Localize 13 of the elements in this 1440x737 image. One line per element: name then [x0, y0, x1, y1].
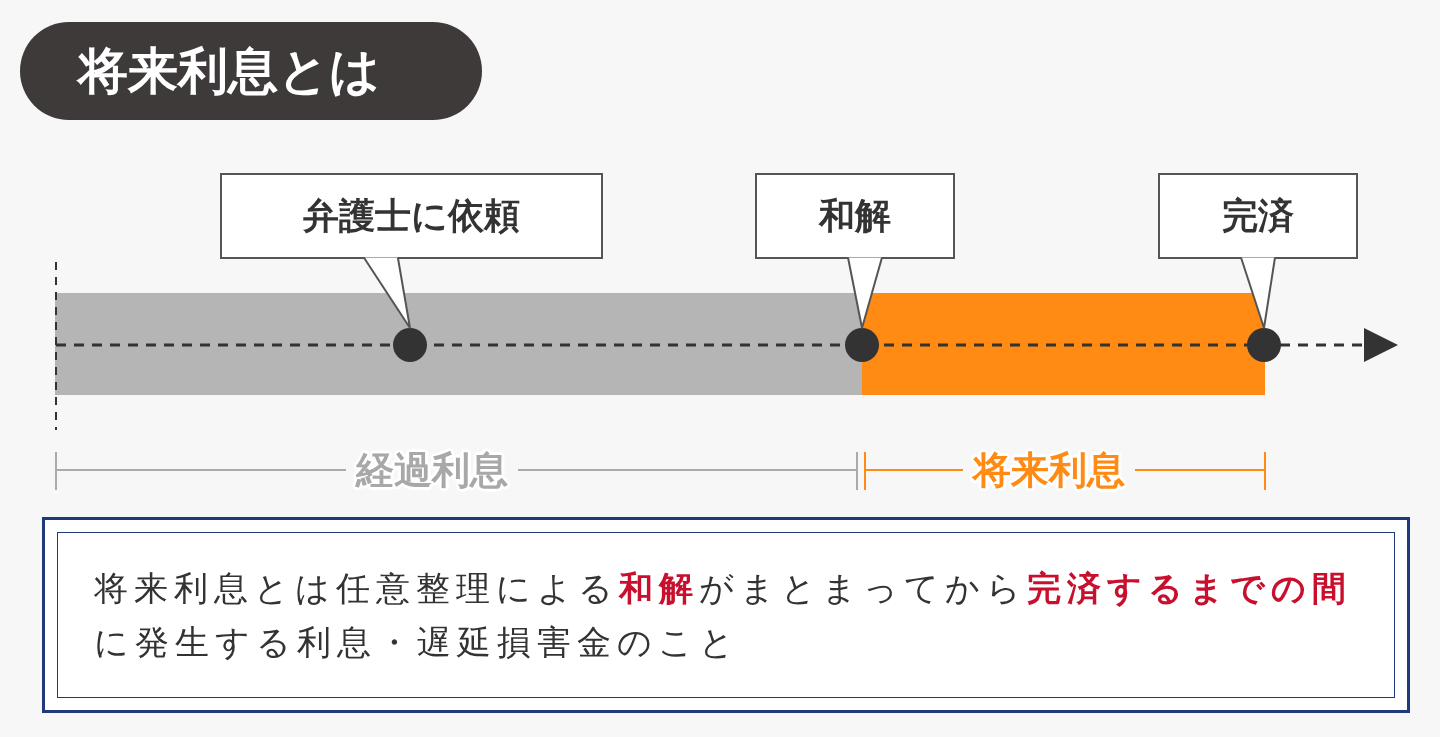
- title-pill: 将来利息とは: [20, 22, 482, 120]
- note-text: 将来利息とは任意整理による和解がまとまってから完済するまでの間に発生する利息・遅延損害金のこと: [94, 567, 1353, 664]
- callout-text: 和解: [819, 194, 891, 238]
- callout-pointer: [1240, 256, 1276, 329]
- callout-pointer: [362, 256, 411, 329]
- note-box: [42, 517, 1410, 713]
- callout-pointer: [847, 256, 883, 329]
- period-label: 経過利息: [356, 447, 508, 494]
- callout-box: [755, 173, 955, 259]
- period-label: 将来利息: [973, 447, 1125, 494]
- callout-text: 弁護士に依頼: [303, 194, 520, 238]
- callout-box: [1158, 173, 1358, 259]
- callout-text: 完済: [1222, 194, 1294, 238]
